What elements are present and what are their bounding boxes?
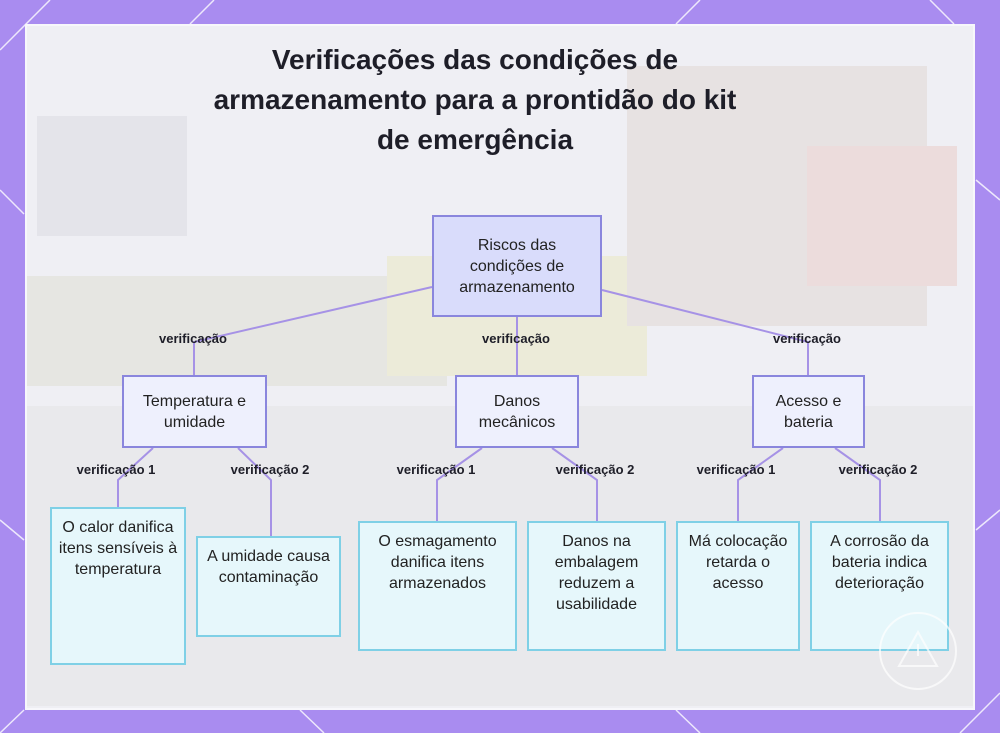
category-node-label: Acesso e bateria xyxy=(760,391,857,433)
category-node-acesso: Acesso e bateria xyxy=(752,375,865,448)
edge-label-acesso-check2: verificação 2 xyxy=(839,462,918,477)
edge-label-temperatura: verificação xyxy=(159,331,227,346)
category-node-temperatura: Temperatura e umidade xyxy=(122,375,267,448)
edge-label-temperatura-check1: verificação 1 xyxy=(77,462,156,477)
root-node-label: Riscos das condições de armazenamento xyxy=(440,235,594,298)
check-node-label: Má colocação retarda o acesso xyxy=(684,531,792,594)
edge-acesso-check1 xyxy=(738,448,783,521)
edge-label-danos: verificação xyxy=(482,331,550,346)
check-node-embalagem: Danos na embalagem reduzem a usabilidade xyxy=(527,521,666,651)
category-node-label: Temperatura e umidade xyxy=(130,391,259,433)
watermark-badge-icon xyxy=(879,612,957,690)
root-node: Riscos das condições de armazenamento xyxy=(432,215,602,317)
edge-label-danos-check1: verificação 1 xyxy=(397,462,476,477)
edge-label-acesso-check1: verificação 1 xyxy=(697,462,776,477)
edge-label-acesso: verificação xyxy=(773,331,841,346)
check-node-label: A umidade causa contaminação xyxy=(204,546,333,588)
category-node-label: Danos mecânicos xyxy=(463,391,571,433)
edge-root-temperatura xyxy=(194,287,432,375)
check-node-calor: O calor danifica itens sensíveis à tempe… xyxy=(50,507,186,665)
check-node-colocacao: Má colocação retarda o acesso xyxy=(676,521,800,651)
check-node-label: Danos na embalagem reduzem a usabilidade xyxy=(535,531,658,615)
edge-label-temperatura-check2: verificação 2 xyxy=(231,462,310,477)
edge-label-danos-check2: verificação 2 xyxy=(556,462,635,477)
warning-triangle-icon xyxy=(881,614,955,688)
check-node-label: O calor danifica itens sensíveis à tempe… xyxy=(58,517,178,580)
check-node-umidade: A umidade causa contaminação xyxy=(196,536,341,637)
edge-danos-check2 xyxy=(552,448,597,521)
category-node-danos: Danos mecânicos xyxy=(455,375,579,448)
check-node-esmagamento: O esmagamento danifica itens armazenados xyxy=(358,521,517,651)
check-node-label: A corrosão da bateria indica deterioraçã… xyxy=(818,531,941,594)
edge-acesso-check2 xyxy=(835,448,880,521)
edge-danos-check1 xyxy=(437,448,482,521)
check-node-label: O esmagamento danifica itens armazenados xyxy=(366,531,509,594)
edge-temperatura-check1 xyxy=(118,448,153,507)
